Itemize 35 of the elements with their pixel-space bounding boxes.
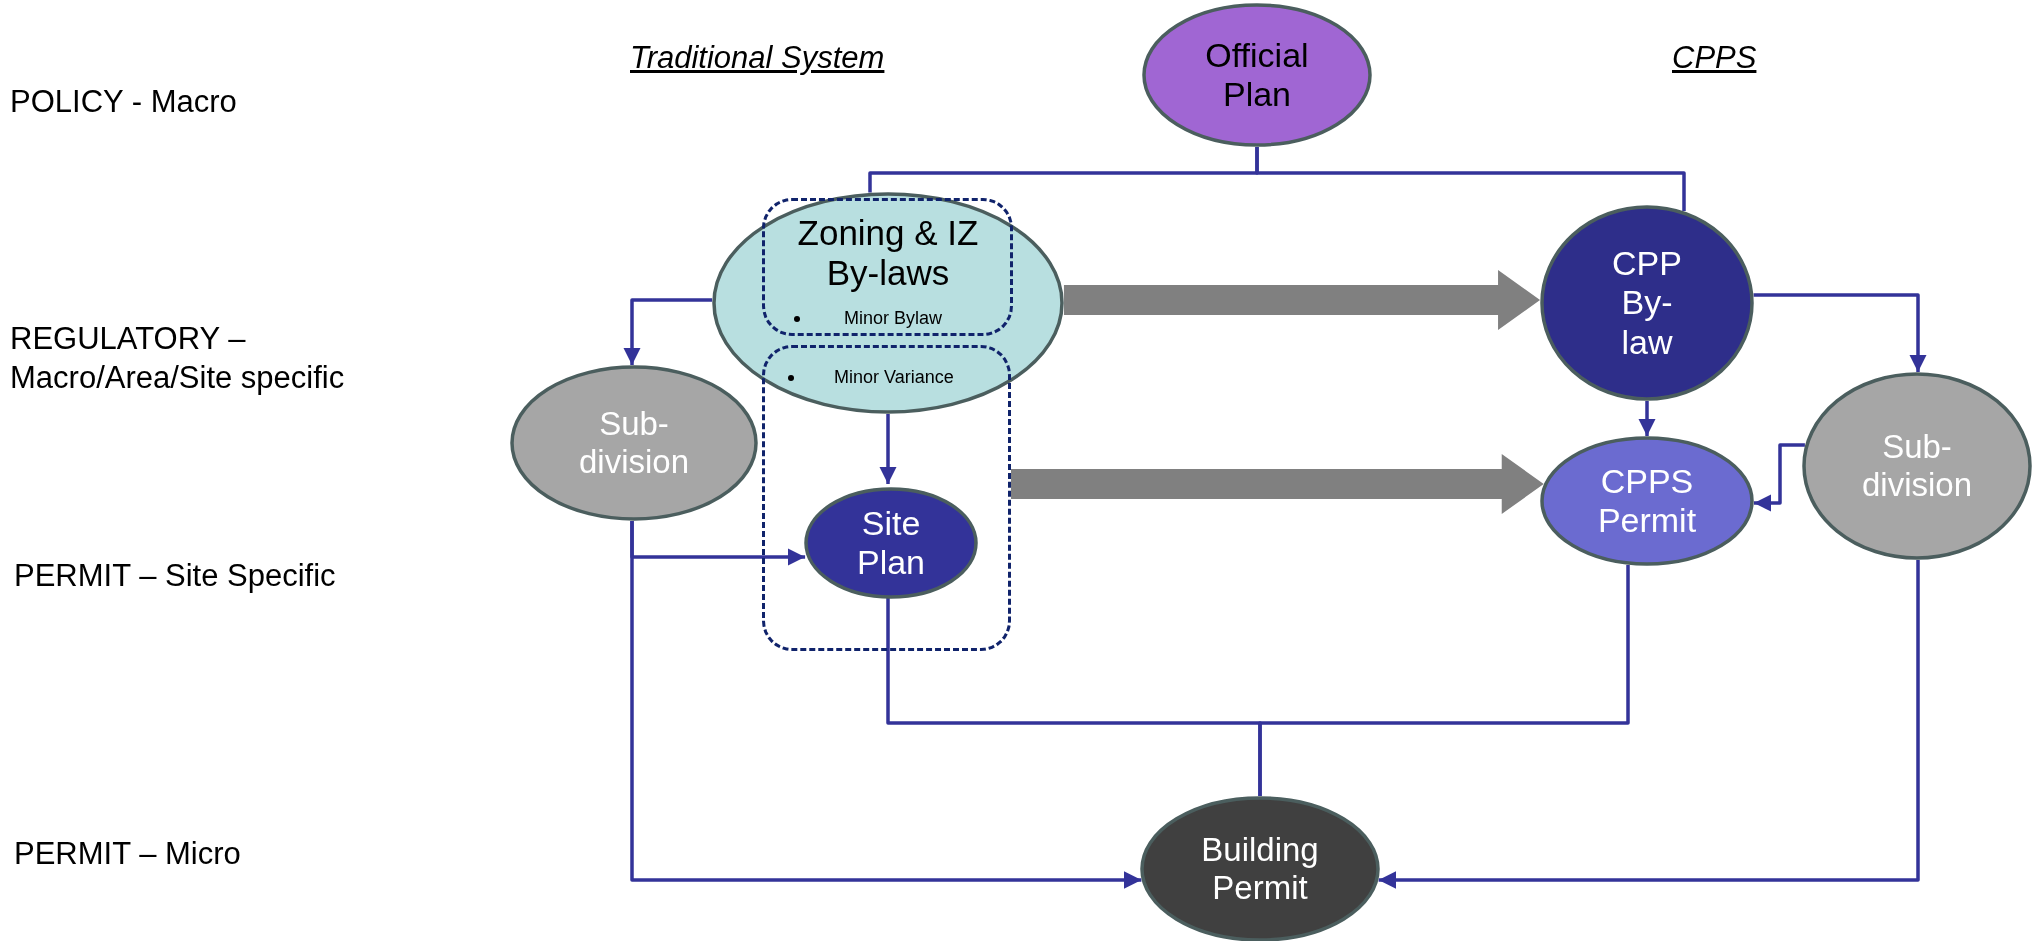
arrow [630,521,1142,889]
node-label: Building Permit [1200,831,1320,907]
bracket-line [1255,147,1686,211]
node-label: Zoning & IZ By-laws [796,213,980,294]
bullet-text: Minor Variance [834,367,954,389]
node-label: CPPS Permit [1596,461,1698,541]
row-label: PERMIT – Micro [14,835,242,873]
arrow [1753,293,1927,372]
ellipse-node [1142,3,1372,147]
column-heading: CPPS [1672,40,1757,76]
node-label: Site Plan [855,503,927,583]
ellipse-node [1540,436,1754,566]
arrow [623,298,713,365]
ellipse-node [510,365,758,521]
ellipse-node [712,192,1064,414]
node-label: CPP By-law [1611,244,1683,362]
node-label: Sub-division [577,405,691,481]
ellipse-node [1802,372,2032,560]
row-label: PERMIT – Site Specific [14,557,337,595]
block-arrow [1011,454,1544,514]
block-arrow [1063,270,1541,330]
node-label: Sub-division [1860,428,1974,504]
dashed-group-box [762,345,1011,651]
ellipse-node [1540,205,1754,401]
node-label: Official Plan [1204,35,1310,115]
bullet-text: Minor Bylaw [844,308,943,330]
column-heading: Traditional System [630,40,885,76]
arrow [1638,401,1656,436]
row-label: REGULATORY – Macro/Area/Site specific [10,320,346,397]
row-label: POLICY - Macro [10,83,238,121]
arrow [1753,443,1805,512]
bracket-line [1258,565,1630,796]
arrow [1378,560,1920,889]
ellipse-node [804,487,978,599]
arrow [879,414,897,484]
